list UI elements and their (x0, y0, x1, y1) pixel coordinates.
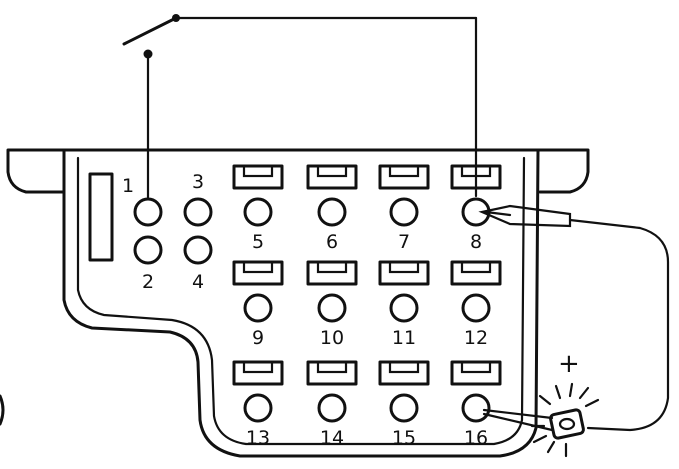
polarity-label: + (558, 349, 580, 379)
terminal-label-4: 4 (192, 271, 204, 293)
test-lead-wire (568, 218, 670, 432)
terminal-12 (461, 293, 491, 323)
lamp-glow-rays (530, 382, 600, 458)
relay-slot (88, 172, 114, 262)
terminal-label-16: 16 (464, 427, 488, 449)
terminal-label-5: 5 (252, 231, 264, 253)
fuse-holder (378, 360, 430, 386)
terminal-6 (317, 197, 347, 227)
terminal-label-13: 13 (246, 427, 270, 449)
fuse-holder (306, 164, 358, 190)
terminal-label-2: 2 (142, 271, 154, 293)
terminal-9 (243, 293, 273, 323)
fuse-box-flange (6, 148, 590, 194)
terminal-label-7: 7 (398, 231, 410, 253)
terminal-label-10: 10 (320, 327, 344, 349)
fuse-box-housing-inner (76, 156, 526, 446)
switch-pivot-dot (172, 14, 180, 22)
terminal-label-11: 11 (392, 327, 416, 349)
fuse-holder (450, 260, 502, 286)
switch-contact-dot (143, 49, 153, 59)
fuse-box-housing-outer (62, 148, 540, 458)
fuse-holder (232, 164, 284, 190)
terminal-label-6: 6 (326, 231, 338, 253)
fuse-holder (232, 360, 284, 386)
terminal-11 (389, 293, 419, 323)
terminal-3 (183, 197, 213, 227)
terminal-label-3: 3 (192, 171, 204, 193)
terminal-1 (133, 197, 163, 227)
terminal-4 (183, 235, 213, 265)
terminal-14 (317, 393, 347, 423)
fuse-holder (450, 360, 502, 386)
fuse-holder (450, 164, 502, 190)
edge-mark (0, 394, 5, 426)
test-lamp (482, 382, 600, 458)
fuse-holder (232, 260, 284, 286)
terminal-10 (317, 293, 347, 323)
test-probe (478, 204, 572, 228)
terminal-16 (461, 393, 491, 423)
terminal-7 (389, 197, 419, 227)
terminal-label-14: 14 (320, 427, 344, 449)
fuse-holder (378, 164, 430, 190)
fuse-holder (306, 360, 358, 386)
terminal-label-12: 12 (464, 327, 488, 349)
probe-tip (484, 210, 512, 217)
terminal-label-1: 1 (122, 175, 134, 197)
terminal-2 (133, 235, 163, 265)
terminal-label-9: 9 (252, 327, 264, 349)
terminal-label-15: 15 (392, 427, 416, 449)
terminal-5 (243, 197, 273, 227)
terminal-label-8: 8 (470, 231, 482, 253)
switch-lever (122, 16, 178, 46)
fuse-holder (306, 260, 358, 286)
fuse-holder (378, 260, 430, 286)
terminal-15 (389, 393, 419, 423)
terminal-13 (243, 393, 273, 423)
